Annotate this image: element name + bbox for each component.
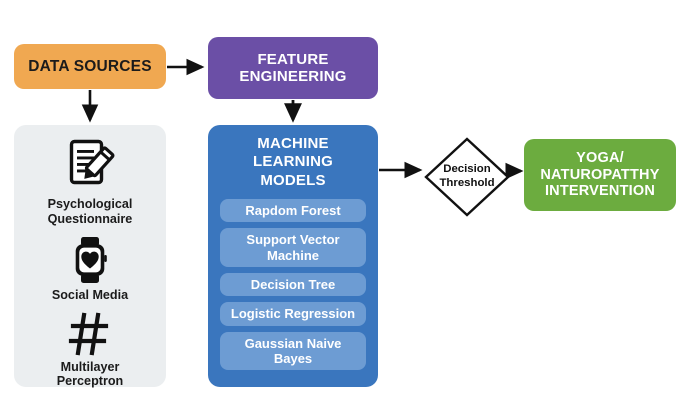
- intervention-label: YOGA/ NATUROPATTHY INTERVENTION: [540, 150, 659, 200]
- intervention-label-line1: YOGA/: [576, 149, 624, 166]
- model-pill-label-line1: Support Vector: [246, 232, 340, 248]
- source-label-line1: Psychological: [47, 197, 133, 211]
- intervention-box[interactable]: YOGA/ NATUROPATTHY INTERVENTION: [524, 139, 676, 211]
- feature-engineering-label: FEATURE ENGINEERING: [239, 51, 346, 86]
- ml-title-line2: LEARNING: [253, 153, 333, 171]
- ml-title-line1: MACHINE: [257, 135, 329, 152]
- feature-engineering-label-line2: ENGINEERING: [239, 68, 347, 85]
- data-sources-box[interactable]: DATA SOURCES: [14, 44, 166, 89]
- model-pill-decision-tree[interactable]: Decision Tree: [220, 272, 366, 297]
- data-sources-panel: Psychological Questionnaire Social Media: [14, 125, 166, 390]
- source-label-line1: Social Media: [51, 287, 129, 302]
- intervention-label-line2: NATUROPATTHY: [540, 166, 660, 183]
- feature-engineering-label-line1: FEATURE: [257, 50, 329, 68]
- source-item-multilayer-perceptron[interactable]: Multilayer Perceptron: [14, 312, 166, 390]
- model-pill-logistic-regression[interactable]: Logistic Regression: [220, 302, 366, 326]
- source-item-social-media[interactable]: Social Media: [14, 236, 166, 303]
- source-label-line2: Perceptron: [56, 374, 124, 389]
- source-item-label: Multilayer Perceptron: [57, 360, 124, 390]
- intervention-label-line3: INTERVENTION: [544, 183, 656, 200]
- model-pill-label: Decision Tree: [250, 276, 336, 292]
- source-item-label: Psychological Questionnaire: [48, 197, 133, 227]
- smartwatch-heart-icon: [69, 236, 111, 284]
- feature-engineering-box[interactable]: FEATURE ENGINEERING: [208, 37, 378, 99]
- model-pill-label-line2: Machine: [266, 247, 319, 263]
- source-label-line2: Questionnaire: [47, 211, 133, 226]
- decision-threshold-label: Decision Threshold: [424, 137, 510, 217]
- document-pencil-icon: [63, 137, 117, 193]
- decision-threshold-label-line1: Decision: [443, 163, 491, 176]
- model-pill-label-line1: Gaussian Naive: [244, 335, 342, 351]
- decision-threshold-label-line2: Threshold: [439, 177, 495, 189]
- source-item-psychological-questionnaire[interactable]: Psychological Questionnaire: [14, 137, 166, 227]
- model-pill-random-forest[interactable]: Rapdom Forest: [220, 198, 366, 223]
- model-pill-support-vector-machine[interactable]: Support Vector Machine: [220, 228, 366, 267]
- model-pill-gaussian-naive-bayes[interactable]: Gaussian Naive Bayes: [220, 331, 366, 371]
- decision-threshold-node[interactable]: Decision Threshold: [424, 137, 510, 217]
- source-label-line1: Multilayer: [60, 359, 120, 374]
- data-sources-label: DATA SOURCES: [28, 57, 152, 75]
- source-item-label: Social Media: [52, 288, 128, 303]
- ml-title-line3: MODELS: [260, 171, 326, 189]
- model-pill-label-line2: Bayes: [273, 350, 313, 366]
- model-pill-label: Logistic Regression: [230, 306, 356, 322]
- model-pill-label: Rapdom Forest: [245, 202, 341, 218]
- machine-learning-models-title: MACHINE LEARNING MODELS: [253, 135, 333, 190]
- hashtag-icon: [67, 312, 113, 356]
- machine-learning-models-panel: MACHINE LEARNING MODELS Rapdom Forest Su…: [208, 125, 378, 387]
